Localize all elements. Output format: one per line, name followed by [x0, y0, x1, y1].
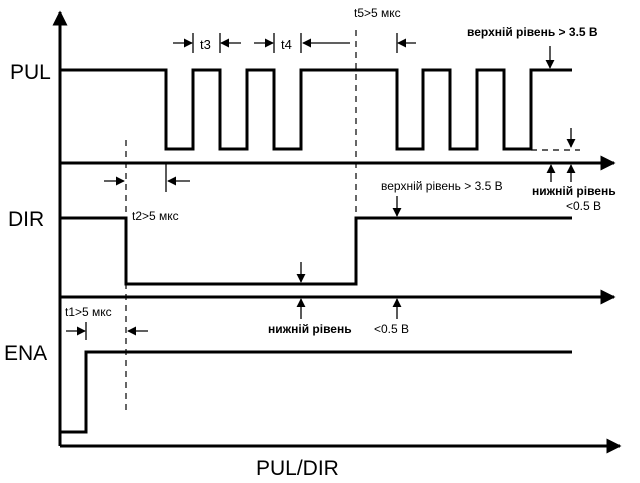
t5-label: t5>5 мкс	[354, 6, 401, 20]
pul-signal	[60, 68, 572, 151]
dir-low-level-label: нижній рівень	[268, 322, 352, 336]
pul-low-level-value: <0.5 В	[566, 199, 601, 213]
ena-label: ENA	[4, 342, 47, 365]
t2-label: t2>5 мкс	[132, 209, 179, 223]
t3-label: t3	[200, 37, 211, 52]
dir-label: DIR	[8, 208, 44, 231]
x-axis-label: PUL/DIR	[256, 457, 339, 480]
dir-signal	[60, 216, 572, 286]
t4-label: t4	[281, 37, 292, 52]
ena-signal	[60, 350, 572, 434]
dir-low-level-value: <0.5 В	[374, 322, 409, 336]
dir-high-level-label: верхній рівень > 3.5 В	[381, 179, 503, 193]
pul-label: PUL	[10, 61, 51, 84]
pul-low-level-label: нижній рівень	[532, 184, 616, 198]
pul-high-level-label: верхній рівень > 3.5 В	[467, 25, 598, 39]
t1-label: t1>5 мкс	[65, 305, 112, 319]
